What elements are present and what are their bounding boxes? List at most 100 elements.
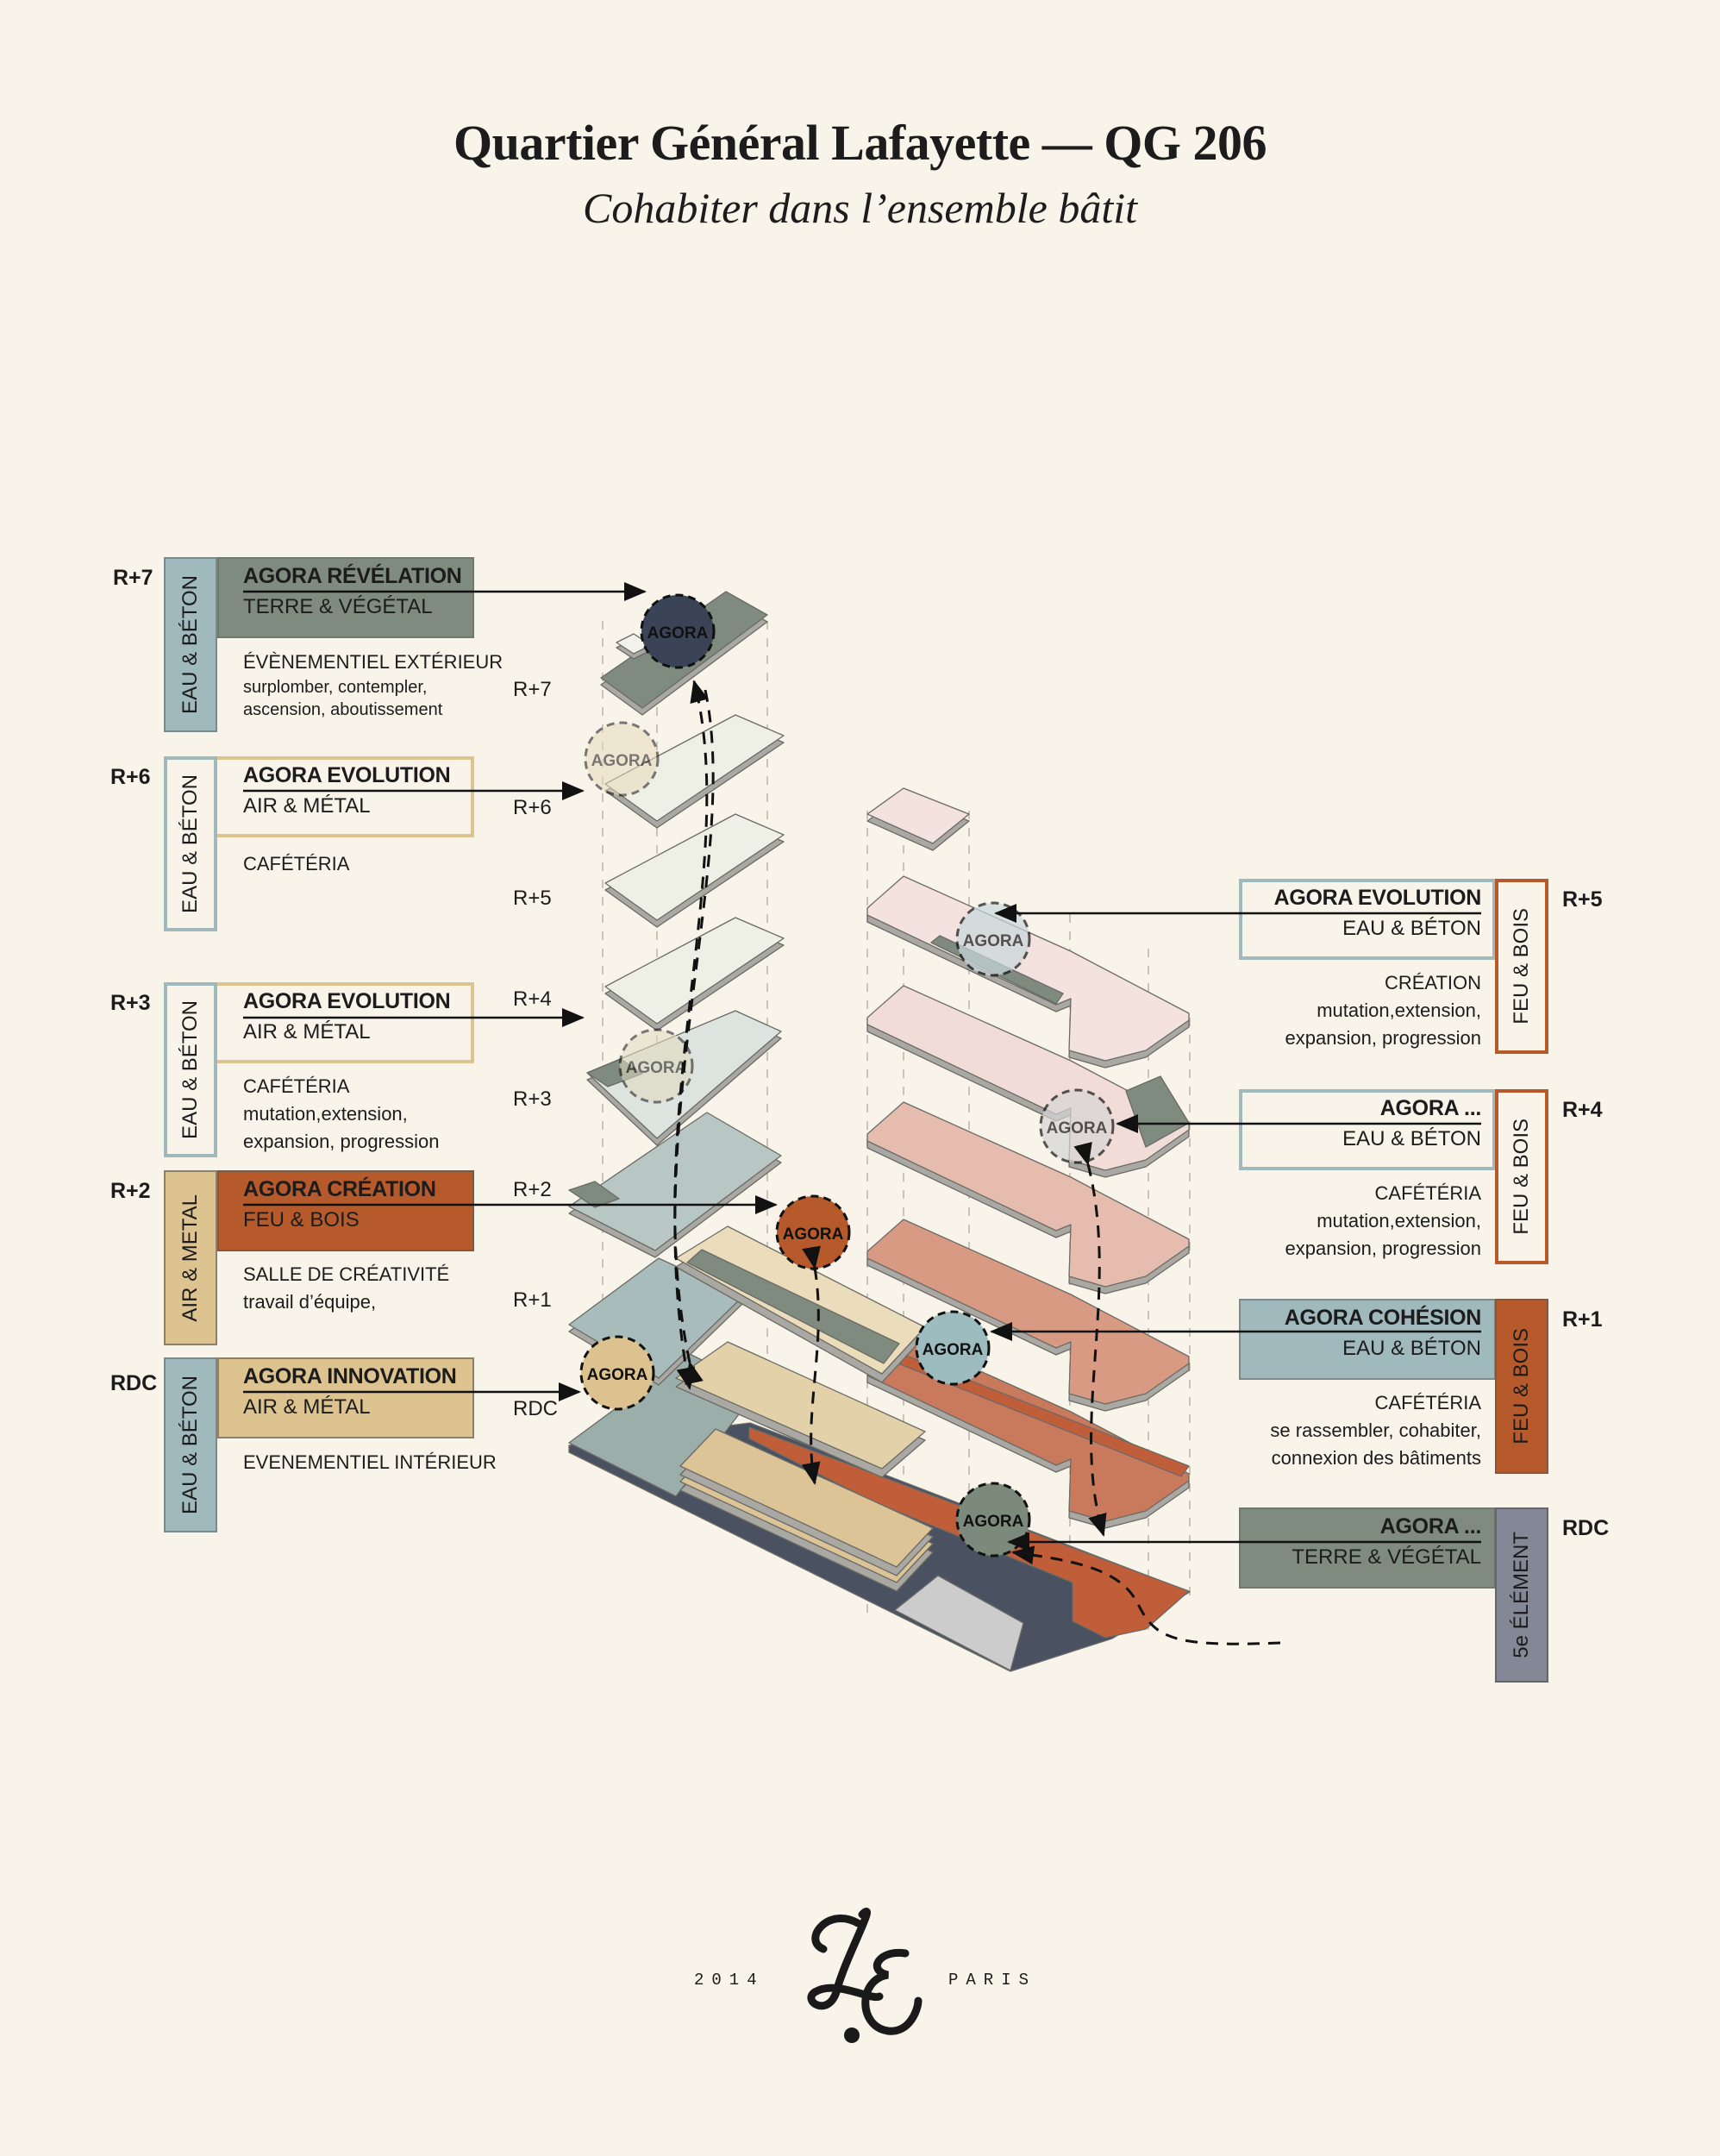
floor-label: R+3 [110,991,151,1015]
agora-title: AGORA EVOLUTION [1273,886,1482,910]
agora-title: AGORA INNOVATION [243,1364,457,1388]
element-bar: FEU & BOIS [1495,1089,1548,1264]
level-label: R+7 [513,678,552,701]
floor-label: RDC [1562,1516,1610,1540]
element-bar: EAU & BÉTON [164,1357,217,1532]
roof-slab-edge [866,794,970,851]
circulation-path [1073,1142,1107,1537]
level-label: RDC [513,1397,558,1420]
green-strip [930,935,1064,1005]
right-floor-slab-edge [866,1343,1190,1529]
r6-slab-edge [604,721,785,829]
r7-white-piece [616,633,652,655]
circulation-path [801,1245,821,1485]
agora-description: CAFÉTÉRIA [243,853,350,874]
right-floor-slab [866,875,1190,1062]
agora-subtitle: TERRE & VÉGÉTAL [243,595,433,618]
agora-description: CRÉATION mutation,extension, expansion, … [1285,972,1481,1049]
page-subtitle: Cohabiter dans l’ensemble bâtit [583,184,1137,232]
agora-circle [955,901,1031,977]
agora-title: AGORA ... [1379,1514,1482,1539]
agora-description: EVENEMENTIEL INTÉRIEUR [243,1451,497,1473]
roof-slab [866,787,970,844]
agora-marker: AGORA [618,1028,694,1104]
agora-marker: AGORA [579,1335,655,1411]
agora-circle [584,721,660,797]
right-floor-slab-edge [866,992,1190,1178]
right-floor-slab-edge [866,882,1190,1069]
agora-subtitle: FEU & BOIS [243,1208,360,1232]
base-rust [748,1426,1190,1639]
floor-label: R+1 [1562,1307,1603,1332]
green-patch [1125,1075,1190,1148]
r7-slab-edge [600,598,768,716]
r1-rust-strip [748,1297,1190,1477]
r2-tan-slab-edge [675,1234,926,1383]
agora-circle [579,1335,655,1411]
r5-slab-edge [604,820,785,928]
agora-marker: AGORA [640,593,716,669]
agora-title: AGORA RÉVÉLATION [243,564,462,588]
agora-box [217,557,474,638]
rdc-tan-slab [679,1444,934,1583]
element-bar: EAU & BÉTON [164,756,217,931]
agora-label: AGORA [1047,1119,1108,1138]
agora-circle [640,593,716,669]
agora-marker: AGORA [584,721,660,797]
agora-title: AGORA CRÉATION [243,1177,436,1201]
r1-left-slab [568,1257,743,1379]
agora-description: CAFÉTÉRIA se rassembler, cohabiter, conn… [1270,1392,1481,1469]
agora-marker: AGORA [955,1482,1031,1557]
agora-description: CAFÉTÉRIA mutation,extension, expansion,… [1285,1182,1481,1259]
agora-description: SALLE DE CRÉATIVITÉ travail d’équipe, [243,1263,450,1313]
agora-label: AGORA [963,1513,1024,1531]
agora-box [217,756,474,837]
element-bar: FEU & BOIS [1495,1299,1548,1474]
base-gray [894,1575,1024,1671]
agora-title: AGORA COHÉSION [1284,1306,1482,1330]
element-bar: EAU & BÉTON [164,557,217,732]
r3-green-patch [586,1058,643,1087]
page-title: Quartier Général Lafayette — QG 206 [453,115,1267,171]
circulation-path [673,689,715,1390]
level-label: R+2 [513,1178,552,1201]
agora-title: AGORA EVOLUTION [243,763,451,787]
rdc-tan-slab-upper [679,1428,934,1568]
agora-label: AGORA [923,1341,984,1359]
level-label: R+6 [513,796,552,819]
agora-circle [915,1310,991,1386]
agora-label: AGORA [783,1225,844,1244]
r2-green-strip [686,1249,900,1364]
rdc-tan-slab-upper-edge [679,1437,934,1576]
agora-subtitle: EAU & BÉTON [1342,1337,1481,1360]
element-bar: 5e ÉLÉMENT [1495,1507,1548,1683]
element-bar: EAU & BÉTON [164,982,217,1157]
agora-title: AGORA EVOLUTION [243,989,451,1013]
r3-slab [586,1010,782,1139]
r1-tan-slab [675,1341,926,1470]
r1-left-slab-edge [568,1264,743,1386]
r1-tan-slab-edge [675,1350,926,1478]
agora-box [217,1357,474,1438]
right-floor-slab [866,1219,1190,1405]
floor-label: R+7 [113,566,153,590]
element-bar: AIR & METAL [164,1170,217,1345]
le-monogram-logo [807,1908,923,2043]
guide-lines [602,621,1191,1630]
logo [776,1889,948,2086]
r2-left-slab-edge [568,1119,782,1258]
agora-subtitle: AIR & MÉTAL [243,1020,371,1044]
agora-label: AGORA [963,932,1024,950]
r4-slab [604,917,785,1025]
r4-slab-edge [604,924,785,1031]
element-bar: FEU & BOIS [1495,879,1548,1054]
agora-marker: AGORA [955,901,1031,977]
agora-marker: AGORA [1039,1088,1115,1164]
agora-label: AGORA [587,1366,648,1384]
rdc-left-slab [568,1353,760,1497]
agora-label: AGORA [591,752,653,770]
agora-description: ÉVÈNEMENTIEL EXTÉRIEUR surplomber, conte… [243,651,503,719]
agora-marker: AGORA [775,1194,851,1270]
agora-description: CAFÉTÉRIA mutation,extension, expansion,… [243,1075,440,1152]
right-floor-slab-edge [866,1108,1190,1294]
